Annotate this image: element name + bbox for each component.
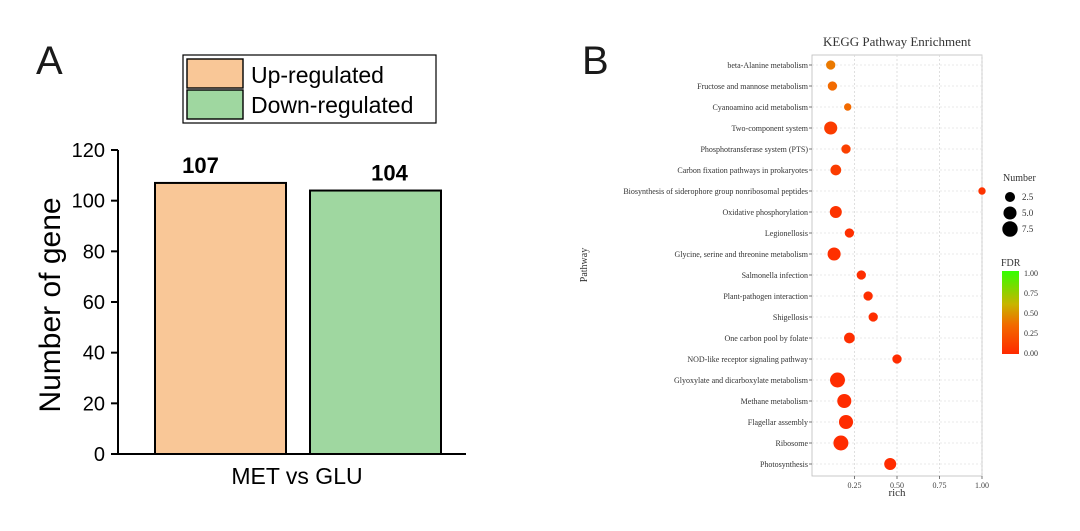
panel-a-label: A bbox=[36, 39, 63, 83]
pathway-label: One carbon pool by folate bbox=[724, 334, 808, 343]
pathway-label: Glyoxylate and dicarboxylate metabolism bbox=[674, 376, 809, 385]
bar-value-label: 104 bbox=[371, 161, 408, 186]
fdr-legend-title: FDR bbox=[1001, 258, 1021, 269]
bubble-point bbox=[856, 270, 866, 280]
fdr-ticks: 1.00 0.75 0.50 0.25 0.00 bbox=[1024, 269, 1038, 358]
size-legend-dot bbox=[1002, 221, 1018, 237]
size-legend-label: 2.5 bbox=[1022, 192, 1034, 202]
pathway-label: Biosynthesis of siderophore group nonrib… bbox=[623, 187, 808, 196]
bar-y-ticks: 0 20 40 60 80 100 120 bbox=[72, 140, 118, 466]
pathway-label: Legionellosis bbox=[765, 229, 808, 238]
bubble-x-tick-label: 0.50 bbox=[890, 481, 904, 490]
panel-a: A Up-regulated Down-regulated Number of … bbox=[34, 39, 466, 489]
bar-y-tick-label: 20 bbox=[83, 393, 105, 415]
bar-y-tick-label: 60 bbox=[83, 292, 105, 314]
pathway-label: Oxidative phosphorylation bbox=[722, 208, 808, 217]
bar-category-label: MET vs GLU bbox=[231, 463, 362, 489]
bubble-point bbox=[838, 414, 854, 430]
bar-up-regulated bbox=[154, 181, 287, 456]
bar-y-tick-label: 0 bbox=[94, 444, 105, 466]
panel-b: B KEGG Pathway Enrichment beta-Alanine m… bbox=[579, 34, 1038, 499]
bar-down-regulated bbox=[309, 189, 442, 456]
bubble-point bbox=[829, 206, 842, 218]
bubble-point bbox=[844, 228, 855, 238]
pathway-label: Shigellosis bbox=[773, 313, 808, 322]
fdr-legend: FDR 1.00 0.75 0.50 0.25 0.00 bbox=[1001, 258, 1038, 358]
bubble-point bbox=[892, 354, 902, 364]
bar-ylabel: Number of gene bbox=[34, 197, 67, 412]
bubble-point bbox=[884, 458, 897, 470]
pathway-label: Phosphotransferase system (PTS) bbox=[700, 145, 808, 154]
pathway-label: Glycine, serine and threonine metabolism bbox=[674, 250, 808, 259]
fdr-tick-label: 0.50 bbox=[1024, 309, 1038, 318]
pathway-label: Photosynthesis bbox=[760, 460, 808, 469]
bubble-x-tick-label: 1.00 bbox=[975, 481, 989, 490]
size-legend-items: 2.5 5.0 7.5 bbox=[1002, 191, 1034, 237]
bubbles bbox=[824, 60, 986, 470]
pathway-label: Flagellar assembly bbox=[748, 418, 808, 427]
bubble-point bbox=[863, 291, 873, 301]
legend-label-up: Up-regulated bbox=[251, 62, 384, 88]
bubble-point bbox=[830, 164, 842, 176]
bubble-point bbox=[868, 312, 878, 322]
bubble-point bbox=[833, 435, 849, 451]
fdr-tick-label: 0.25 bbox=[1024, 329, 1038, 338]
pathway-label: Two-component system bbox=[731, 124, 808, 133]
bubble-point bbox=[830, 372, 845, 388]
bubble-x-ticks: 0.25 0.50 0.75 1.00 bbox=[848, 476, 989, 490]
bubble-xlabel: rich bbox=[888, 487, 906, 499]
size-legend-label: 7.5 bbox=[1022, 224, 1034, 234]
fdr-colorbar bbox=[1002, 271, 1019, 354]
size-legend-label: 5.0 bbox=[1022, 208, 1034, 218]
pathway-label: Plant-pathogen interaction bbox=[723, 292, 808, 301]
pathway-label: Ribosome bbox=[776, 439, 809, 448]
bubble-point bbox=[827, 247, 841, 261]
legend-swatch-up bbox=[186, 58, 244, 89]
size-legend-dot bbox=[1004, 191, 1016, 203]
pathway-label: Carbon fixation pathways in prokaryotes bbox=[677, 166, 808, 175]
fdr-tick-label: 1.00 bbox=[1024, 269, 1038, 278]
bubble-point bbox=[978, 187, 986, 195]
bubble-point bbox=[841, 144, 851, 154]
bar-value-label: 107 bbox=[182, 153, 219, 178]
bar-y-tick-label: 40 bbox=[83, 343, 105, 365]
bubble-point bbox=[844, 103, 852, 111]
pathway-label: Methane metabolism bbox=[741, 397, 809, 406]
pathway-label: Salmonella infection bbox=[742, 271, 808, 280]
bar-y-tick-label: 100 bbox=[72, 191, 105, 213]
bar-legend: Up-regulated Down-regulated bbox=[182, 54, 437, 124]
bubble-ylabel: Pathway bbox=[579, 248, 590, 282]
size-legend-dot bbox=[1003, 206, 1017, 220]
bar-y-tick-label: 80 bbox=[83, 241, 105, 263]
bubble-x-tick-label: 0.75 bbox=[933, 481, 947, 490]
bubble-point bbox=[837, 393, 852, 409]
fdr-tick-label: 0.00 bbox=[1024, 349, 1038, 358]
bubble-title: KEGG Pathway Enrichment bbox=[823, 34, 971, 49]
bubble-point bbox=[844, 332, 855, 344]
size-legend: Number 2.5 5.0 7.5 bbox=[1002, 173, 1036, 237]
panel-b-label: B bbox=[582, 39, 609, 83]
bar-y-tick-label: 120 bbox=[72, 140, 105, 162]
size-legend-title: Number bbox=[1003, 173, 1036, 184]
bars: 107 104 bbox=[154, 153, 442, 456]
legend-swatch-down bbox=[186, 89, 244, 120]
fdr-tick-label: 0.75 bbox=[1024, 289, 1038, 298]
bubble-x-tick-label: 0.25 bbox=[848, 481, 862, 490]
bubble-point bbox=[827, 81, 838, 91]
pathway-label: beta-Alanine metabolism bbox=[727, 61, 808, 70]
legend-label-down: Down-regulated bbox=[251, 92, 413, 118]
bubble-point bbox=[826, 60, 836, 70]
pathway-label: Fructose and mannose metabolism bbox=[697, 82, 809, 91]
pathway-label: Cyanoamino acid metabolism bbox=[712, 103, 808, 112]
pathway-label: NOD-like receptor signaling pathway bbox=[687, 355, 808, 364]
bubble-point bbox=[824, 121, 838, 135]
